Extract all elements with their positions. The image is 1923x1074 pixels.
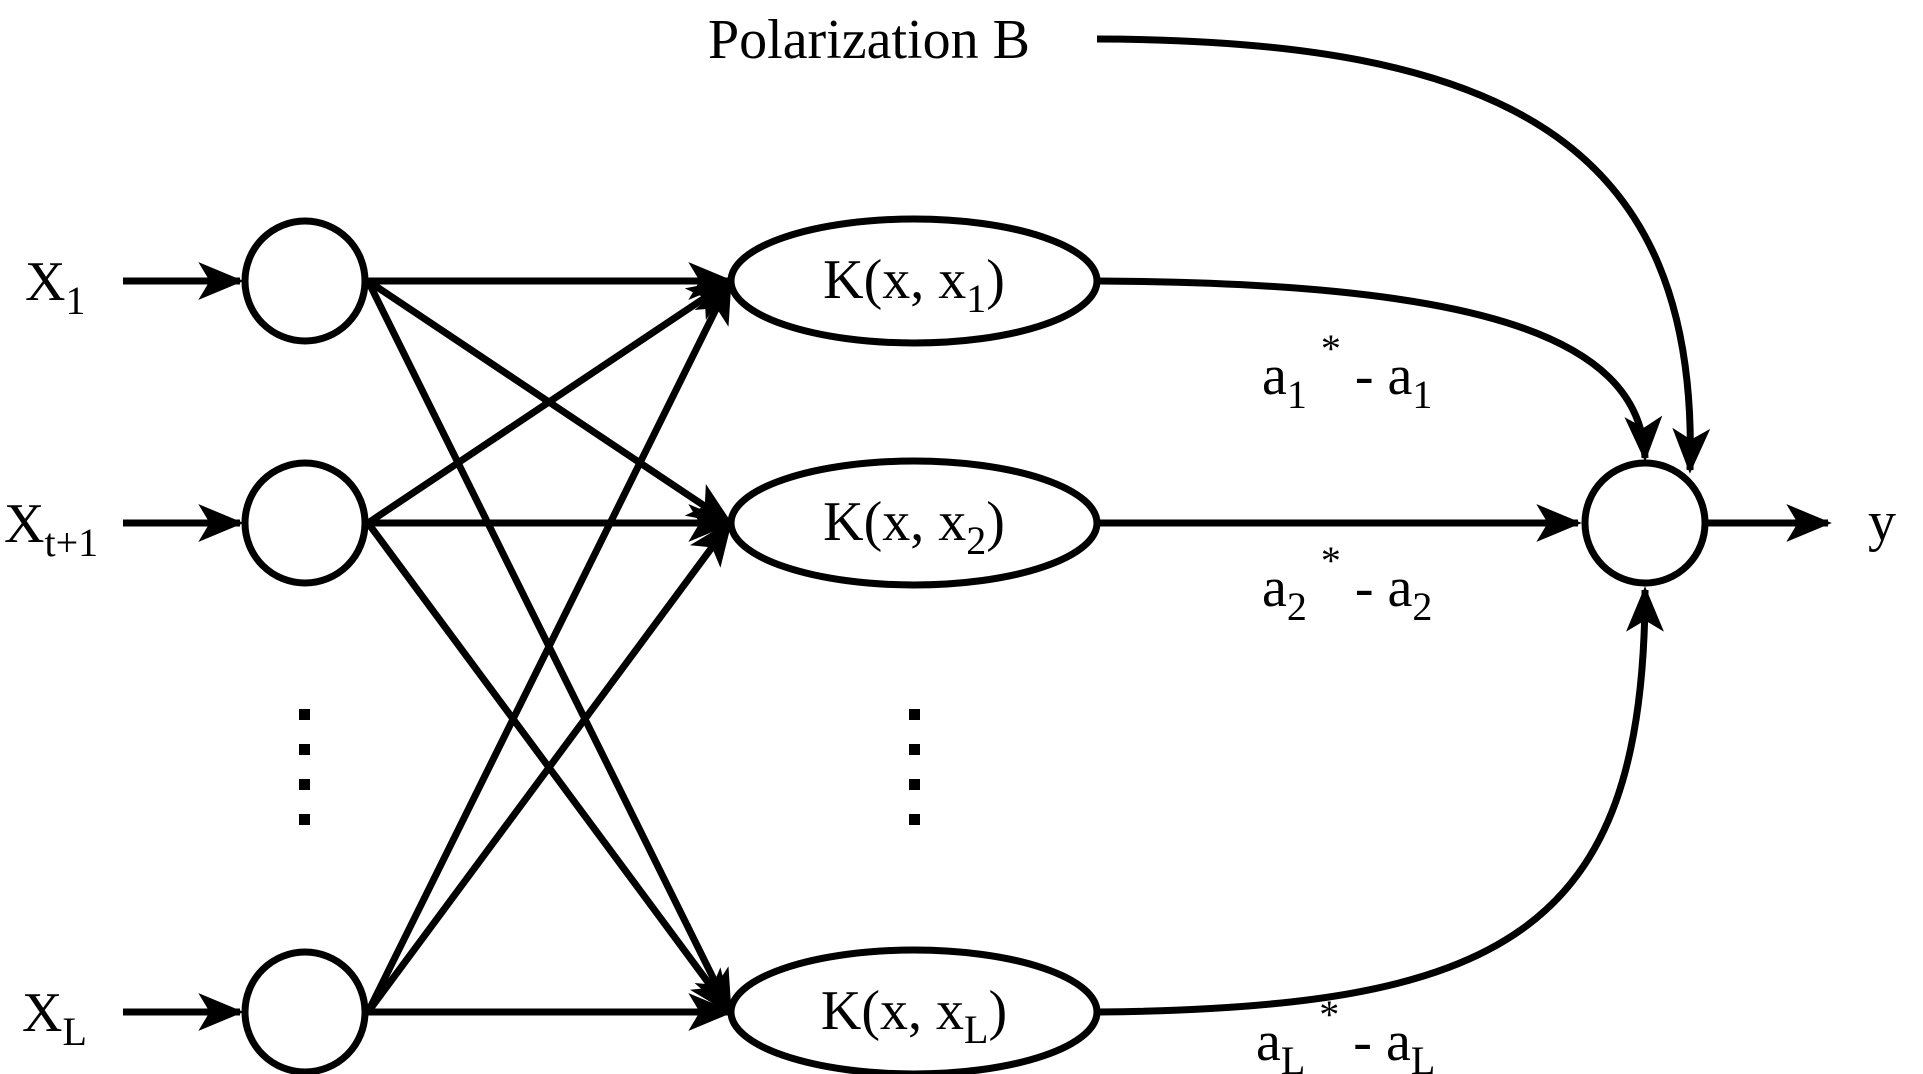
kernel-label-3-post: ) <box>988 980 1007 1042</box>
edge-in2-k1 <box>366 278 734 526</box>
kernel-label-1-post: ) <box>986 249 1005 311</box>
weight-label-1: a1* - a1 <box>1262 326 1432 417</box>
weight-label-3-mid: - a <box>1339 1011 1411 1073</box>
kernel-label-2-post: ) <box>986 491 1005 553</box>
kernel-label-3-pre: K(x, x <box>821 980 964 1042</box>
weight-label-3-star: * <box>1319 992 1339 1037</box>
edge-in3-k1 <box>364 277 734 1014</box>
weight-label-2-mid: - a <box>1341 557 1413 619</box>
weight-label-2-sub1: 2 <box>1287 584 1307 629</box>
kernel-label-2-pre: K(x, x <box>823 491 966 553</box>
weight-label-1-sub1: 1 <box>1287 372 1307 417</box>
input-label-xt1-base: X <box>4 493 44 555</box>
kernel-node-2 <box>727 457 1101 589</box>
input-node-1 <box>241 217 369 345</box>
kernel-label-3-sub: L <box>964 1007 988 1052</box>
weight-label-2-sub2: 2 <box>1412 584 1432 629</box>
kernel-label-1: K(x, x1) <box>823 249 1005 321</box>
output-node <box>1581 459 1709 587</box>
input-label-xl: XL <box>22 982 87 1054</box>
weight-label-1-star: * <box>1321 326 1341 371</box>
input-node-3 <box>241 948 369 1074</box>
edge-in3-k2 <box>365 519 733 1015</box>
kernel-label-2-sub: 2 <box>966 518 986 563</box>
kernel-label-1-sub: 1 <box>966 276 986 321</box>
input-node-2 <box>241 459 369 587</box>
weight-label-2-star: * <box>1321 538 1341 583</box>
input-label-x1-base: X <box>25 251 65 313</box>
kernel-label-1-pre: K(x, x <box>823 249 966 311</box>
edge-k3-output <box>1098 586 1664 1016</box>
kernel-label-2: K(x, x2) <box>823 491 1005 563</box>
weight-label-1-mid: - a <box>1341 345 1413 407</box>
polarization-bias-label: Polarization B <box>708 9 1030 71</box>
input-label-xl-base: X <box>22 982 62 1044</box>
input-label-xl-sub: L <box>62 1009 86 1054</box>
kernel-node-1 <box>727 215 1101 347</box>
input-label-xt1-sub: t+1 <box>44 520 98 565</box>
weight-label-3-a: a <box>1256 1011 1281 1073</box>
weight-label-2: a2* - a2 <box>1262 538 1432 629</box>
kernel-layer-ellipsis <box>909 709 920 825</box>
input-to-kernel-connections <box>364 262 734 1031</box>
input-label-x1-sub: 1 <box>65 278 85 323</box>
input-label-xt1: Xt+1 <box>4 493 98 565</box>
input-label-x1: X1 <box>25 251 85 323</box>
weight-label-3-sub2: L <box>1411 1038 1435 1074</box>
weight-label-3-sub1: L <box>1281 1038 1305 1074</box>
edge-bias-output <box>1096 35 1711 474</box>
kernel-label-3: K(x, xL) <box>821 980 1007 1052</box>
weight-label-2-a: a <box>1262 557 1287 619</box>
weight-label-3: aL* - aL <box>1256 992 1435 1074</box>
edge-k1-output <box>1098 277 1663 462</box>
weight-label-1-sub2: 1 <box>1412 372 1432 417</box>
kernel-node-3 <box>727 946 1101 1074</box>
output-label-y: y <box>1868 491 1896 553</box>
weight-label-1-a: a <box>1262 345 1287 407</box>
input-layer-ellipsis <box>299 709 310 825</box>
